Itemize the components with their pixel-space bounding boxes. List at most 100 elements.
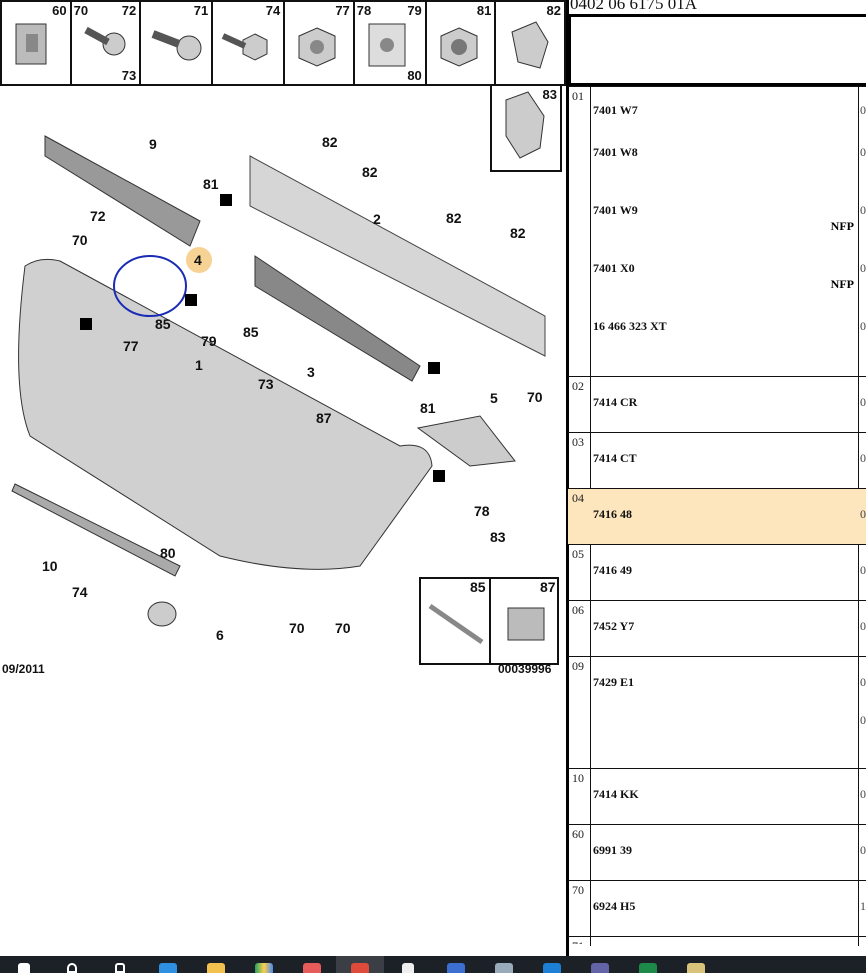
callout: 70: [335, 620, 351, 636]
callout: 87: [540, 579, 556, 595]
row-number: 70: [572, 883, 584, 897]
calculator-icon[interactable]: [384, 956, 432, 973]
google-drive-icon[interactable]: [240, 956, 288, 973]
hw-cell-78-79-80: 78 79 80: [355, 2, 427, 84]
callout: 81: [203, 176, 219, 192]
row-number: 09: [572, 659, 584, 673]
callout: 70: [527, 389, 543, 405]
table-header: [568, 14, 866, 86]
app-photo-icon[interactable]: [480, 956, 528, 973]
edge-icon[interactable]: [528, 956, 576, 973]
hw-cell-60: 60: [2, 2, 72, 84]
callout: 85: [155, 316, 171, 332]
qty: 0: [860, 145, 866, 159]
hw-cell-82: 82: [496, 2, 564, 84]
hw-cell-83: 83: [490, 84, 562, 172]
part-code: 7401 W9: [593, 203, 638, 217]
hw-label: 72: [121, 3, 137, 18]
app-blue-icon[interactable]: [432, 956, 480, 973]
screw-icon: [83, 26, 126, 56]
bumper-drawing: [11, 135, 559, 665]
chrome-icon[interactable]: [336, 956, 384, 973]
table-row[interactable]: 71: [568, 936, 866, 944]
qty: 0: [860, 507, 866, 521]
row-number: 01: [572, 89, 584, 103]
highlight-marker: [186, 247, 212, 273]
hw-label: 83: [542, 87, 557, 102]
part-code: 7401 W8: [593, 145, 638, 159]
hw-cell-77: 77: [285, 2, 355, 84]
row-number: 06: [572, 603, 584, 617]
clip-nut-icon: [368, 23, 406, 67]
hw-label: 78: [356, 3, 372, 18]
nfp-note: NFP: [830, 219, 854, 233]
callout: 82: [510, 225, 526, 241]
front-bumper: [18, 258, 433, 570]
task-view-icon[interactable]: [96, 956, 144, 973]
app-red-icon[interactable]: [288, 956, 336, 973]
table-row[interactable]: 09 7429 E1 0 0: [568, 656, 866, 768]
row-number: 60: [572, 827, 584, 841]
nut-icon: [440, 27, 478, 67]
qty: 0: [860, 713, 866, 727]
qty: 0: [860, 675, 866, 689]
fog-lamp-cover: [147, 601, 177, 627]
hand-drawn-circle: [113, 255, 187, 317]
hw-cell-81: 81: [427, 2, 497, 84]
part-code: 7416 48: [593, 507, 632, 521]
part-code: 16 466 323 XT: [593, 319, 667, 333]
qty: 0: [860, 395, 866, 409]
qty: 0: [860, 563, 866, 577]
row-number: 10: [572, 771, 584, 785]
internet-explorer-icon[interactable]: [144, 956, 192, 973]
hw-label: 70: [73, 3, 89, 18]
part-code: 7401 X0: [593, 261, 635, 275]
callout: 9: [149, 136, 157, 152]
callout: 6: [216, 627, 224, 643]
hw-label: 73: [121, 68, 137, 83]
qty: 1: [860, 899, 866, 913]
taskbar: [0, 956, 866, 973]
callout: 5: [490, 390, 498, 406]
callout: 2: [373, 211, 381, 227]
row-number: 03: [572, 435, 584, 449]
callout: 87: [316, 410, 332, 426]
hw-label: 80: [407, 68, 422, 83]
callout: 80: [160, 545, 176, 561]
part-code: 6991 39: [593, 843, 632, 857]
callout: 74: [72, 584, 88, 600]
callout: 10: [42, 558, 58, 574]
bolt-icon: [221, 33, 268, 61]
diagram-date: 09/2011: [2, 662, 45, 676]
qty: 0: [860, 619, 866, 633]
paint-icon[interactable]: [672, 956, 720, 973]
hw-label: 79: [407, 3, 422, 18]
callout: 85: [243, 324, 259, 340]
table-row[interactable]: 60 6991 39 0: [568, 824, 866, 880]
row-number: 05: [572, 547, 584, 561]
part-code: 7401 W7: [593, 103, 638, 117]
search-icon[interactable]: [48, 956, 96, 973]
excel-icon[interactable]: [624, 956, 672, 973]
grille-upper: [44, 135, 201, 247]
file-explorer-icon[interactable]: [192, 956, 240, 973]
qty: 0: [860, 103, 866, 117]
nut-icon: [298, 27, 336, 67]
part-code: 7429 E1: [593, 675, 635, 689]
hw-label: 60: [52, 3, 67, 18]
callout: 4: [194, 252, 202, 268]
windows-start-icon[interactable]: [0, 956, 48, 973]
teams-icon[interactable]: [576, 956, 624, 973]
qty: 0: [860, 843, 866, 857]
